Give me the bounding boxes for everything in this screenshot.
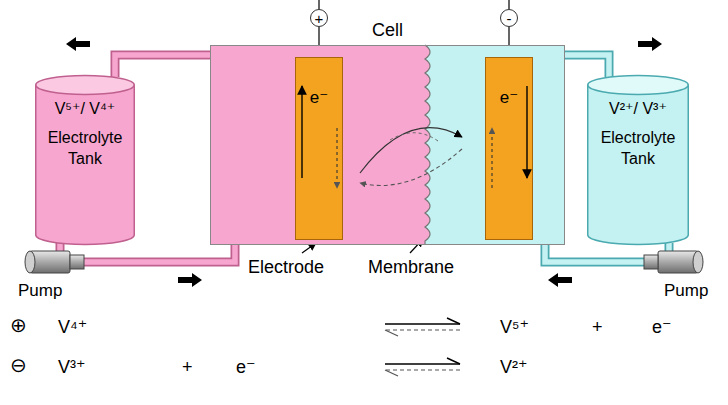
- tank-text: Electrolyte Tank: [35, 127, 135, 169]
- terminal-symbol: -: [500, 9, 518, 27]
- electrolyte-pipe: [545, 243, 669, 287]
- electron-symbol: e⁻: [486, 88, 532, 108]
- equilibrium-arrows: [385, 318, 460, 336]
- part-label: Pump: [664, 280, 708, 302]
- electron-symbol: e⁻: [296, 88, 342, 108]
- tank-text-area: V⁵⁺/ V⁴⁺ Electrolyte Tank: [35, 99, 135, 169]
- electrode-sign: ⊖: [10, 354, 27, 376]
- electrolyte-tank: V²⁺/ V³⁺ Electrolyte Tank: [587, 75, 689, 245]
- terminal-wire: [508, 0, 510, 9]
- ion-symbol: V⁴⁺: [58, 316, 87, 338]
- tank-text: Electrolyte Tank: [587, 127, 689, 169]
- electrolyte-pipe: [60, 243, 235, 287]
- terminal-symbol: +: [310, 9, 328, 27]
- electron-flow-arrows: [296, 58, 344, 241]
- part-label: Pump: [18, 280, 62, 302]
- tank-text-area: V²⁺/ V³⁺ Electrolyte Tank: [587, 99, 689, 169]
- ion-symbol: V⁵⁺: [500, 316, 529, 338]
- electron-symbol: e⁻: [236, 356, 256, 378]
- tank-text: V⁵⁺/ V⁴⁺: [35, 99, 135, 119]
- terminal-sign: +: [315, 11, 324, 26]
- equilibrium-arrows: [385, 358, 460, 376]
- electron-symbol: e⁻: [652, 316, 672, 338]
- ion-symbol: V³⁺: [58, 356, 86, 378]
- electrolyte-tank: V⁵⁺/ V⁴⁺ Electrolyte Tank: [35, 75, 135, 245]
- electrode: e⁻: [295, 57, 343, 240]
- equation-sign: +: [182, 356, 193, 378]
- terminal-wire: [318, 0, 320, 9]
- tank-text: V²⁺/ V³⁺: [587, 99, 689, 119]
- ion-symbol: V²⁺: [500, 356, 528, 378]
- pump-symbol: [25, 251, 84, 273]
- cell-heading: Cell: [210, 19, 565, 41]
- equation-sign: +: [592, 316, 603, 338]
- part-label: Electrode: [248, 256, 324, 278]
- terminal-sign: -: [507, 11, 512, 26]
- electron-flow-arrows: [486, 58, 534, 241]
- electrolyte-pipe: [66, 37, 210, 77]
- part-label: Membrane: [368, 256, 454, 278]
- electrolyte-pipe: [565, 37, 662, 77]
- electrode: e⁻: [485, 57, 533, 240]
- pump-symbol: [644, 251, 703, 273]
- electrode-sign: ⊕: [10, 314, 27, 336]
- cell-box: Celle⁻e⁻: [210, 45, 565, 245]
